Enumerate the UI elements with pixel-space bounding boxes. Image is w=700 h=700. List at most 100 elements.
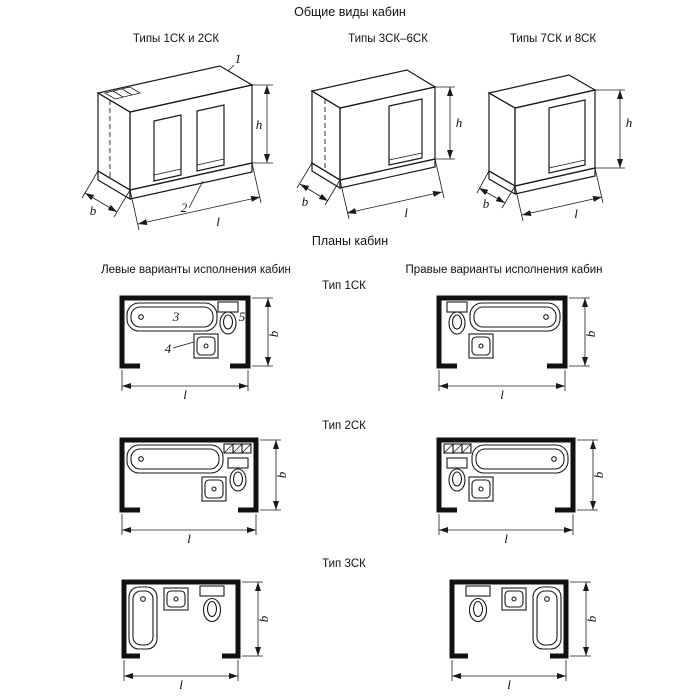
- vent-block: [461, 443, 472, 454]
- washbasin-inner: [166, 590, 186, 608]
- dim-width: b: [252, 297, 281, 367]
- dim-label-h: h: [626, 115, 633, 130]
- dim-label-b: b: [583, 330, 598, 337]
- bathtub: [469, 302, 561, 332]
- dim-length: l: [438, 370, 566, 402]
- dim-length: l: [129, 162, 262, 231]
- dim-width: b: [577, 439, 606, 511]
- dim-label-b: b: [483, 196, 490, 211]
- extension-line: [434, 158, 445, 199]
- dim-width: b: [476, 170, 516, 211]
- hatch-line: [223, 443, 234, 454]
- dim-label-b: b: [591, 471, 606, 478]
- vent-block: [241, 443, 252, 454]
- wall-outline: [119, 437, 259, 513]
- dim-label-l: l: [179, 677, 183, 692]
- toilet-bowl: [448, 311, 466, 335]
- wall-outline: [119, 295, 251, 369]
- front-face: [339, 86, 436, 181]
- dim-width: b: [260, 439, 289, 511]
- dimension-line: [84, 192, 118, 213]
- toilet-bowl: [448, 468, 466, 492]
- washbasin-drain: [211, 486, 217, 492]
- iso3-title: Типы 7СК и 8СК: [510, 33, 597, 45]
- right-variants-heading: Правые варианты исполнения кабин: [406, 264, 603, 276]
- dim-height: h: [252, 84, 273, 164]
- dim-label-b: b: [266, 330, 281, 337]
- callout-leader: [188, 180, 204, 209]
- hatch-line: [443, 443, 454, 454]
- dim-label-b: b: [274, 471, 289, 478]
- dimension-line: [346, 191, 443, 214]
- dimension-line: [478, 187, 506, 204]
- toilet-bowl-inner: [472, 600, 484, 618]
- callout-2: 2: [181, 200, 188, 215]
- toilet-bowl: [202, 597, 222, 623]
- hatch-line: [232, 443, 243, 454]
- hatch-line: [121, 88, 133, 96]
- dim-width: b: [81, 170, 131, 218]
- toilet-bowl: [468, 597, 488, 623]
- wall-outline: [121, 579, 241, 659]
- base-pallet-front: [339, 158, 436, 189]
- roof-face: [487, 74, 597, 109]
- base-pallet-end: [488, 169, 516, 196]
- extension-line: [81, 170, 99, 199]
- toilet-bowl-inner: [232, 471, 244, 487]
- bathtub: [128, 586, 158, 650]
- washbasin-inner: [204, 479, 224, 499]
- bathtub-drain: [138, 456, 144, 462]
- dim-label-l: l: [216, 214, 220, 229]
- washbasin-drain: [203, 343, 209, 349]
- dim-length: l: [514, 167, 604, 222]
- dim-height: h: [595, 89, 633, 169]
- dim-length: l: [121, 514, 257, 546]
- bathtub-inner: [132, 590, 154, 646]
- dim-length: l: [339, 158, 445, 220]
- dim-length: l: [123, 660, 239, 692]
- toilet-tank: [227, 457, 249, 469]
- dim-label-b: b: [90, 203, 97, 218]
- washbasin-inner: [471, 479, 491, 499]
- iso-view-2: h l b: [296, 69, 462, 220]
- dim-label-l: l: [187, 531, 191, 546]
- type-3sk-heading: Тип 3СК: [322, 558, 366, 570]
- dim-label-h: h: [256, 117, 263, 132]
- washbasin-drain: [478, 486, 484, 492]
- washbasin: [201, 476, 227, 502]
- callout-4: 4: [165, 341, 172, 356]
- plan-2sk-right: l b: [436, 437, 606, 546]
- dimension-line: [521, 196, 603, 216]
- plan-1sk-left: 3 4 5 l b: [119, 295, 281, 402]
- end-face: [488, 91, 516, 188]
- dim-width: b: [242, 581, 271, 657]
- door-threshold: [196, 158, 225, 166]
- plans-title: Планы кабин: [312, 234, 388, 248]
- callout-1: 1: [235, 51, 242, 66]
- dim-label-b: b: [256, 615, 271, 622]
- door-threshold: [548, 159, 586, 169]
- dim-height: h: [435, 86, 462, 160]
- door-opening: [548, 99, 586, 174]
- dim-label-l: l: [507, 677, 511, 692]
- dim-length: l: [121, 370, 249, 402]
- toilet-bowl: [219, 311, 237, 335]
- wall-outline: [449, 579, 569, 659]
- door-threshold: [153, 168, 182, 176]
- toilet-tank: [465, 585, 491, 597]
- washbasin: [501, 587, 527, 611]
- dim-width: b: [569, 297, 598, 367]
- washbasin: [163, 587, 189, 611]
- type-1sk-heading: Тип 1СК: [322, 280, 366, 292]
- washbasin-inner: [196, 336, 216, 356]
- bathtub: [126, 302, 218, 332]
- extension-line: [113, 189, 131, 218]
- bathtub: [471, 444, 569, 474]
- toilet-tank: [446, 457, 468, 469]
- toilet-tank: [446, 301, 468, 313]
- hatch-line: [452, 443, 463, 454]
- dim-label-b: b: [302, 194, 309, 209]
- main-title: Общие виды кабин: [294, 5, 406, 19]
- washbasin: [193, 333, 219, 359]
